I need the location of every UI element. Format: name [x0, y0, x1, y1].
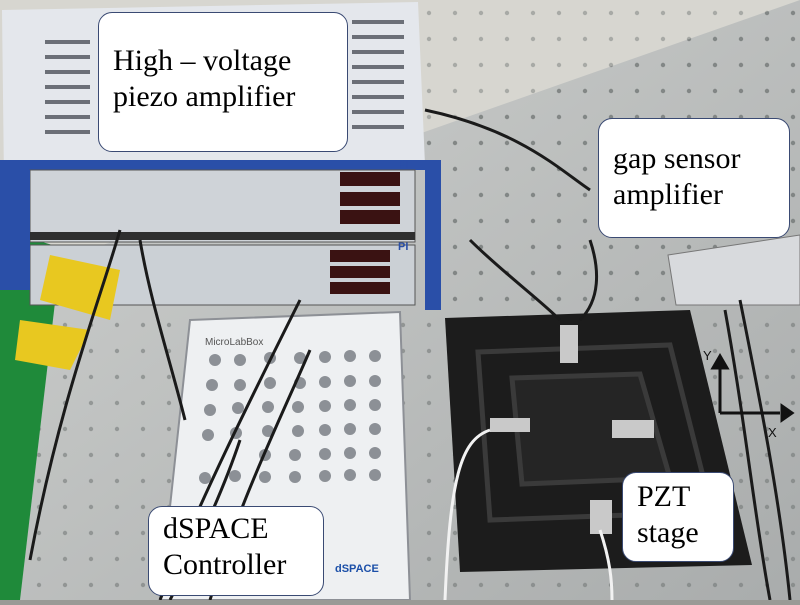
label-amplifier-line1: High – voltage — [113, 44, 292, 77]
yellow-tag-2 — [15, 320, 90, 370]
microlabbox-text: MicroLabBox — [205, 337, 263, 348]
label-pzt-line2: stage — [637, 516, 699, 549]
white-cable — [443, 428, 491, 601]
green-floor — [0, 230, 70, 600]
dspace-brand-text: dSPACE — [335, 563, 379, 575]
xy-axes — [710, 353, 795, 423]
label-pzt-line1: PZT — [637, 480, 691, 513]
label-gap-sensor: gap sensor amplifier — [598, 118, 790, 238]
white-cable-2 — [598, 529, 614, 601]
x-axis-label: X — [768, 425, 777, 440]
yellow-tag — [40, 255, 120, 320]
label-dspace-line1: dSPACE — [163, 512, 269, 545]
label-gap-sensor-line2: amplifier — [613, 178, 723, 211]
label-dspace-controller: dSPACE Controller — [148, 506, 324, 596]
label-pzt-stage: PZT stage — [622, 472, 734, 562]
label-amplifier-line2: piezo amplifier — [113, 80, 296, 113]
pi-logo-1: PI — [398, 159, 408, 171]
y-axis-label: Y — [703, 348, 712, 363]
gap-sensor-amp-device — [667, 234, 800, 306]
pi-logo-2: PI — [398, 241, 408, 253]
label-amplifier: High – voltage piezo amplifier — [98, 12, 348, 152]
label-gap-sensor-line1: gap sensor — [613, 142, 741, 175]
label-dspace-line2: Controller — [163, 548, 287, 581]
